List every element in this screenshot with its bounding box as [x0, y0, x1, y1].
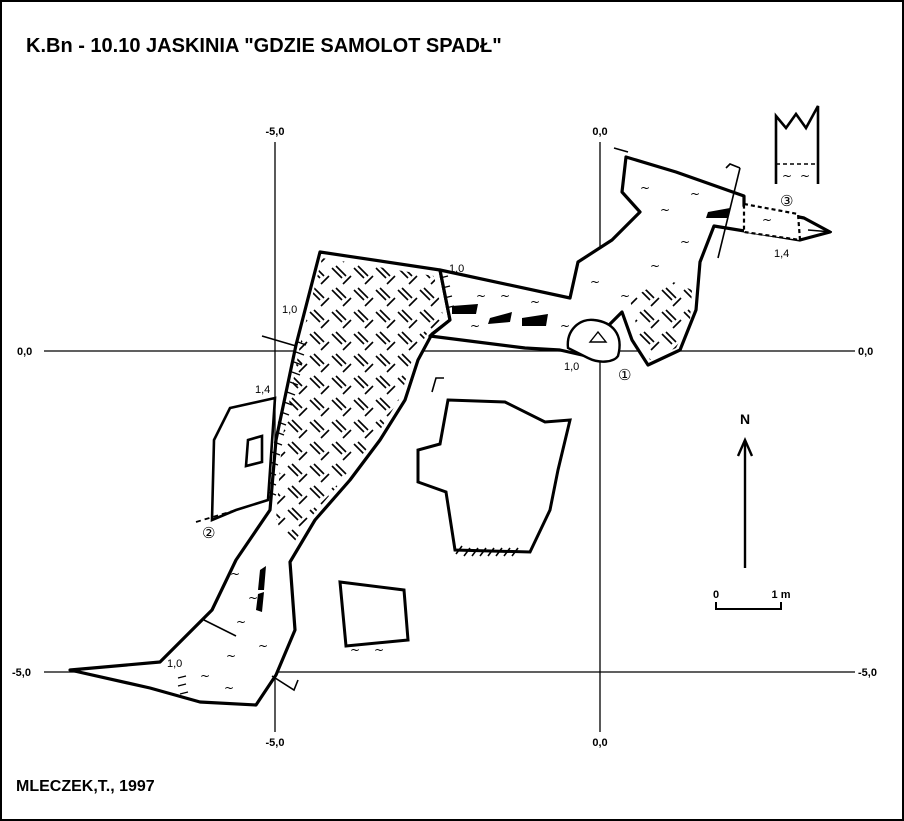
- hatch-patches: [455, 545, 519, 557]
- svg-text:~: ~: [800, 169, 810, 183]
- svg-text:~: ~: [350, 643, 360, 657]
- north-arrow: N: [736, 411, 754, 568]
- svg-text:~: ~: [640, 181, 650, 195]
- passage-inner-edges: [288, 333, 434, 563]
- height-label-5: 1,4: [774, 248, 789, 260]
- map-title: K.Bn - 10.10 JASKINIA "GDZIE SAMOLOT SPA…: [26, 35, 502, 57]
- svg-text:~: ~: [236, 615, 246, 629]
- author-credit: MLECZEK,T., 1997: [16, 778, 155, 795]
- north-label: N: [740, 411, 750, 427]
- svg-text:~: ~: [590, 275, 600, 289]
- svg-text:~: ~: [224, 681, 234, 695]
- svg-text:~: ~: [374, 643, 384, 657]
- profile-sketch: [774, 105, 820, 184]
- hatch-areas: [276, 258, 692, 548]
- axis-label-right-upper: 0,0: [858, 346, 873, 358]
- svg-text:~: ~: [560, 319, 570, 333]
- height-label-2: 1,0: [282, 304, 297, 316]
- svg-text:~: ~: [530, 295, 540, 309]
- height-label-1: 1,0: [449, 263, 464, 275]
- svg-text:~: ~: [620, 289, 630, 303]
- svg-text:~: ~: [500, 289, 510, 303]
- height-label-4: 1,0: [564, 361, 579, 373]
- svg-text:~: ~: [200, 669, 210, 683]
- height-label-3: 1,4: [255, 384, 270, 396]
- passage-north-east: [428, 155, 832, 367]
- svg-text:~: ~: [248, 591, 258, 605]
- scale-end-label: 1 m: [772, 589, 791, 601]
- axis-label-bottom-right: 0,0: [592, 737, 607, 749]
- svg-text:~: ~: [258, 639, 268, 653]
- height-label-6: 1,0: [167, 658, 182, 670]
- svg-text:~: ~: [230, 567, 240, 581]
- axis-label-top-right: 0,0: [592, 126, 607, 138]
- scale-start-label: 0: [713, 589, 719, 601]
- chamber-marker-1: [566, 318, 621, 363]
- axis-label-left-lower: -5,0: [12, 667, 31, 679]
- svg-text:~: ~: [470, 319, 480, 333]
- section-lines: [203, 147, 833, 692]
- chamber-marker-3: [742, 202, 802, 242]
- axis-label-bottom-left: -5,0: [266, 737, 285, 749]
- svg-text:~: ~: [226, 649, 236, 663]
- axis-label-right-lower: -5,0: [858, 667, 877, 679]
- svg-text:~: ~: [680, 235, 690, 249]
- svg-text:~: ~: [660, 203, 670, 217]
- section-marker-1: ①: [618, 366, 631, 384]
- side-chamber-west: [195, 396, 277, 523]
- water-symbols: ~ ~ ~ ~ ~ ~ ~ ~ ~ ~ ~ ~ ~ ~ ~ ~ ~ ~ ~ ~ …: [200, 169, 810, 695]
- scale-bar: [715, 602, 782, 610]
- svg-text:~: ~: [782, 169, 792, 183]
- rock-island-central: [416, 398, 572, 554]
- rock-fragments: [256, 208, 730, 612]
- section-marker-2: ②: [202, 524, 215, 542]
- section-marker-3: ③: [780, 192, 793, 210]
- axis-label-top-left: -5,0: [266, 126, 285, 138]
- axis-label-left-upper: 0,0: [17, 346, 32, 358]
- svg-text:~: ~: [476, 289, 486, 303]
- north-arrow-head: [736, 437, 754, 457]
- svg-text:~: ~: [690, 187, 700, 201]
- svg-text:~: ~: [650, 259, 660, 273]
- rock-island-lower: [338, 580, 410, 648]
- svg-text:~: ~: [762, 213, 772, 227]
